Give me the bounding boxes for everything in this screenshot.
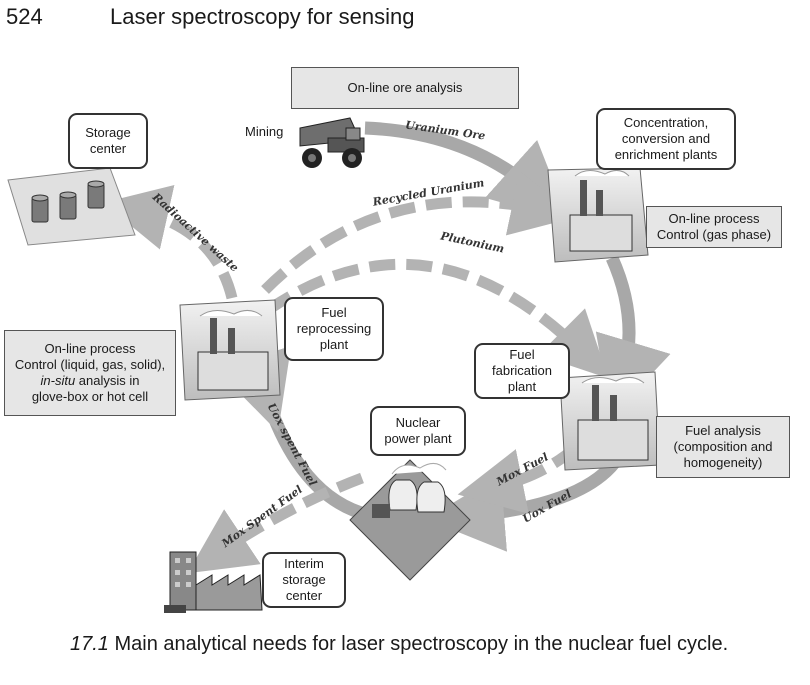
figure-caption: 17.1 Main analytical needs for laser spe… <box>70 632 790 657</box>
concentration-line2: conversion and <box>621 131 711 146</box>
nuclear-plant-icon <box>349 459 471 581</box>
interim-storage-box: Interim storage center <box>262 552 346 608</box>
fuel-cycle-diagram <box>7 117 671 613</box>
storage-center-box: Storage center <box>68 113 148 169</box>
fuel-reprocessing-line1: Fuel <box>321 305 347 320</box>
fuel-analysis-line3: homogeneity) <box>683 455 763 470</box>
fuel-fabrication-box: Fuel fabrication plant <box>474 343 570 399</box>
dashed-arrows <box>102 170 609 574</box>
process-liquid-line3: in-situ analysis in <box>41 373 140 389</box>
enrichment-to-fabrication-arrow <box>595 255 671 418</box>
interim-storage-line1: Interim <box>284 556 324 571</box>
recycled-uranium-arrow <box>261 170 578 294</box>
fabrication-factory-icon <box>559 371 661 471</box>
page-header: 524 Laser spectroscopy for sensing <box>6 4 806 34</box>
concentration-line1: Concentration, <box>623 115 709 130</box>
fuel-reprocessing-box: Fuel reprocessing plant <box>284 297 384 361</box>
fuel-analysis-line2: (composition and <box>673 439 773 454</box>
interim-storage-line3: center <box>285 588 323 603</box>
ore-analysis-label: On-line ore analysis <box>347 80 463 95</box>
fuel-fabrication-line2: fabrication <box>492 363 552 378</box>
nuclear-plant-line1: Nuclear <box>395 415 441 430</box>
enrichment-factory-icon <box>547 167 649 263</box>
uox-spent-fuel-arrow <box>216 345 374 523</box>
process-gas-line1: On-line process <box>668 211 760 226</box>
fuel-analysis-line1: Fuel analysis <box>685 423 761 438</box>
fuel-analysis-box: Fuel analysis (composition and homogenei… <box>656 416 790 478</box>
mining-label: Mining <box>245 124 284 139</box>
storage-barrels-icon <box>7 167 136 246</box>
plutonium-arrow <box>264 258 609 379</box>
process-liquid-line2: Control (liquid, gas, solid), <box>14 357 166 372</box>
interim-storage-building-icon <box>164 551 263 613</box>
fuel-reprocessing-line3: plant <box>319 337 349 352</box>
mox-spent-fuel-arrow <box>187 472 364 574</box>
process-gas-box: On-line process Control (gas phase) <box>646 206 782 248</box>
ore-analysis-box: On-line ore analysis <box>291 67 519 109</box>
process-liquid-line1: On-line process <box>44 341 136 356</box>
mining-truck-icon <box>299 117 365 168</box>
storage-center-line2: center <box>89 141 127 156</box>
nuclear-plant-box: Nuclear power plant <box>370 406 466 456</box>
nuclear-plant-line2: power plant <box>384 431 452 446</box>
process-gas-line2: Control (gas phase) <box>656 227 772 242</box>
interim-storage-line2: storage <box>282 572 326 587</box>
storage-center-line1: Storage <box>85 125 131 140</box>
process-liquid-line3-rest: analysis in <box>75 373 140 388</box>
radioactive-waste-arrow <box>102 185 238 300</box>
caption-number: 17.1 <box>70 633 109 655</box>
fuel-fabrication-line3: plant <box>507 379 537 394</box>
process-liquid-line4: glove-box or hot cell <box>31 389 149 404</box>
running-title: Laser spectroscopy for sensing <box>110 4 415 29</box>
concentration-line3: enrichment plants <box>614 147 718 162</box>
process-liquid-box: On-line process Control (liquid, gas, so… <box>4 330 176 416</box>
page-number: 524 <box>6 4 43 29</box>
concentration-box: Concentration, conversion and enrichment… <box>596 108 736 170</box>
fuel-reprocessing-line2: reprocessing <box>296 321 372 336</box>
in-situ-term: in-situ <box>40 373 76 388</box>
reprocessing-factory-icon <box>179 299 281 401</box>
caption-text: Main analytical needs for laser spectros… <box>114 633 729 655</box>
fuel-fabrication-line1: Fuel <box>509 347 535 362</box>
